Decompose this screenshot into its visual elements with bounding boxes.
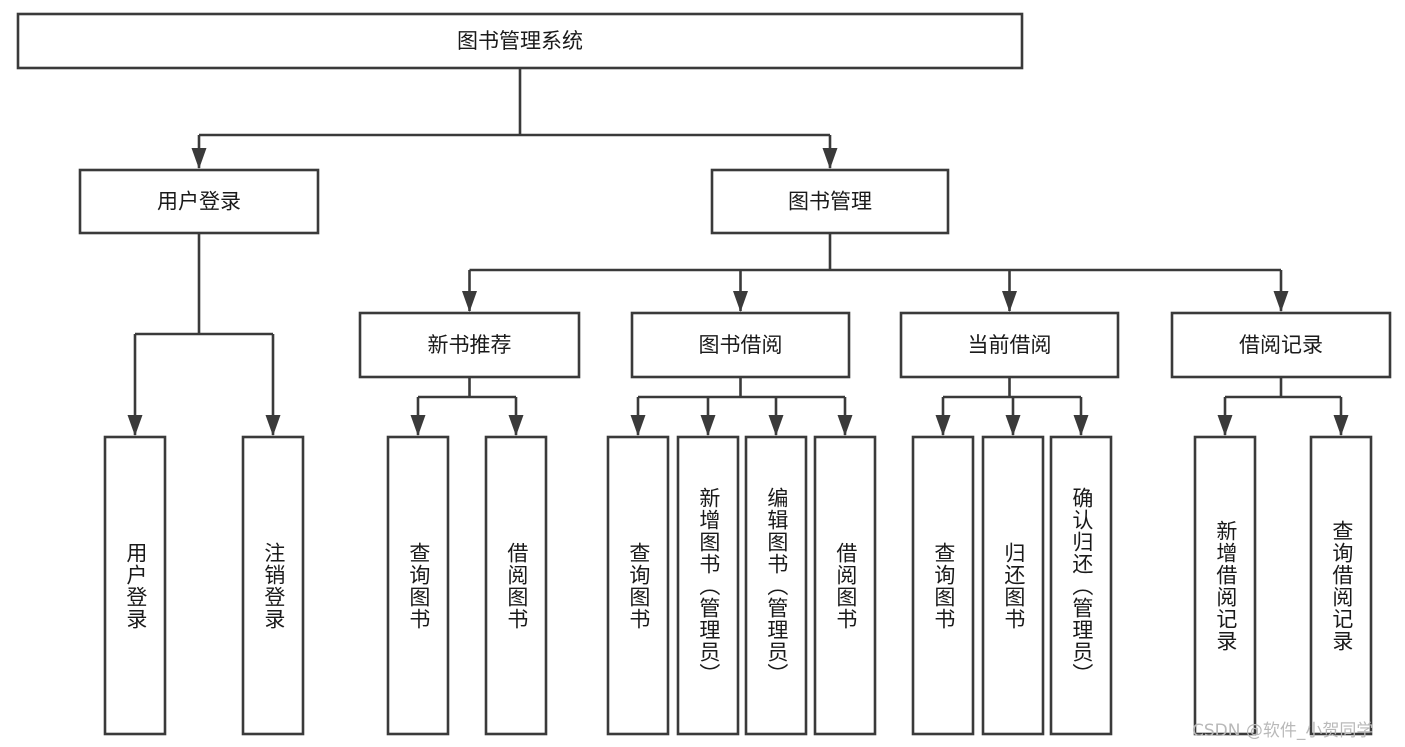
node-box-leaf-return-book[interactable] (981, 435, 1045, 736)
arrow-head-icon (1333, 415, 1349, 436)
arrow-head-icon (768, 415, 784, 436)
boxes-layer (16, 12, 1392, 736)
arrow-head-icon (462, 291, 477, 312)
node-box-leaf-query-book-1[interactable] (386, 435, 450, 736)
node-label-book-manage: 图书管理 (788, 190, 872, 214)
node-box-leaf-query-book-3[interactable] (911, 435, 975, 736)
arrow-head-icon (1273, 291, 1289, 312)
arrow-head-icon (837, 415, 853, 436)
node-box-leaf-confirm-return[interactable] (1049, 435, 1113, 736)
arrow-head-icon (1073, 415, 1089, 436)
arrow-head-icon (1217, 415, 1233, 436)
edges-layer (127, 68, 1349, 436)
node-box-book-borrow[interactable] (630, 311, 851, 379)
arrow-head-icon (1002, 291, 1017, 312)
node-box-borrow-record[interactable] (1170, 311, 1392, 379)
node-box-new-book-rec[interactable] (358, 311, 581, 379)
node-box-root[interactable] (16, 12, 1024, 70)
node-box-leaf-query-borrow-rec[interactable] (1309, 435, 1373, 736)
arrow-head-icon (822, 148, 838, 169)
node-label-new-book-rec: 新书推荐 (428, 333, 512, 357)
node-box-leaf-query-book-2[interactable] (606, 435, 670, 736)
node-box-leaf-add-borrow-rec[interactable] (1193, 435, 1257, 736)
arrow-head-icon (700, 415, 716, 436)
node-label-root: 图书管理系统 (457, 29, 583, 53)
node-box-user-login[interactable] (78, 168, 320, 235)
node-box-leaf-borrow-book-1[interactable] (484, 435, 548, 736)
node-label-user-login: 用户登录 (157, 190, 241, 214)
node-label-borrow-record: 借阅记录 (1239, 333, 1323, 357)
arrow-head-icon (265, 415, 281, 436)
node-box-leaf-edit-book-admin[interactable] (744, 435, 808, 736)
arrow-head-icon (630, 415, 646, 436)
node-box-book-manage[interactable] (710, 168, 950, 235)
arrow-head-icon (127, 415, 143, 436)
node-box-leaf-add-book-admin[interactable] (676, 435, 740, 736)
arrow-head-icon (1005, 415, 1021, 436)
arrow-head-icon (935, 415, 951, 436)
node-box-leaf-borrow-book-2[interactable] (813, 435, 877, 736)
node-label-current-borrow: 当前借阅 (968, 333, 1052, 357)
arrow-head-icon (733, 291, 748, 312)
node-box-leaf-user-login[interactable] (103, 435, 167, 736)
node-label-book-borrow: 图书借阅 (699, 333, 783, 357)
node-box-current-borrow[interactable] (899, 311, 1120, 379)
arrow-head-icon (410, 415, 426, 436)
arrow-head-icon (508, 415, 524, 436)
arrow-head-icon (191, 148, 207, 169)
node-box-leaf-logout-login[interactable] (241, 435, 305, 736)
